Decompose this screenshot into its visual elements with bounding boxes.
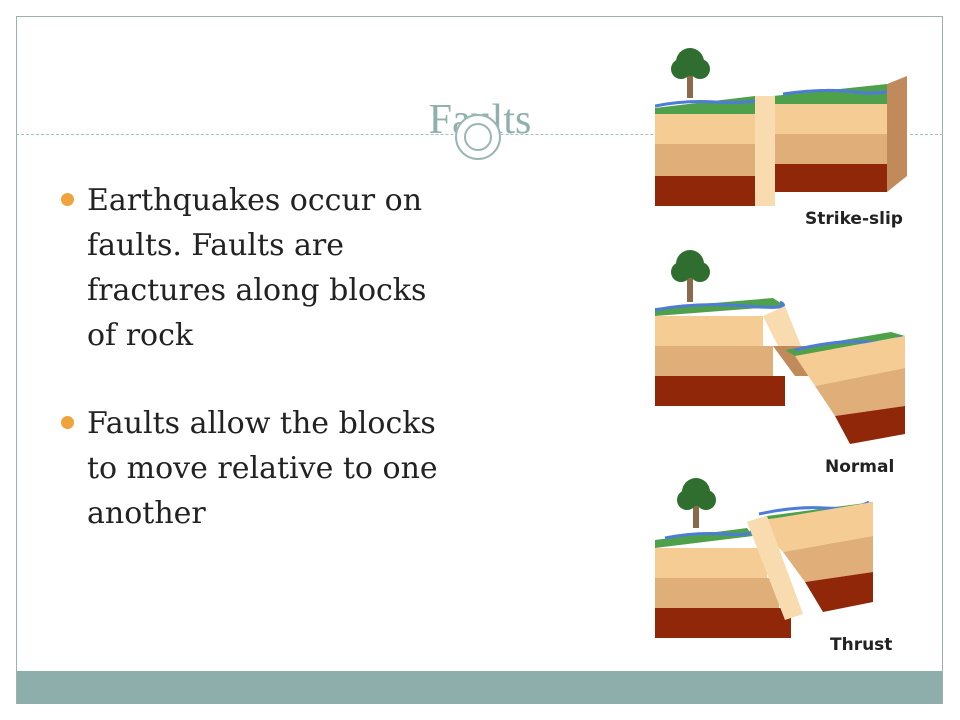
thrust-diagram: Thrust	[655, 478, 892, 655]
bullet-item: Earthquakes occur on faults. Faults are …	[60, 178, 460, 358]
bullet-item: Faults allow the blocks to move relative…	[60, 401, 460, 536]
bullet-dot-icon	[61, 416, 74, 429]
footer-bar	[17, 671, 942, 704]
normal-diagram: Normal	[655, 250, 905, 477]
tree-icon	[671, 48, 710, 98]
tree-icon	[677, 478, 716, 528]
bullet-dot-icon	[61, 193, 74, 206]
strike-slip-label: Strike-slip	[805, 209, 903, 229]
bullet-list: Earthquakes occur on faults. Faults are …	[60, 178, 460, 579]
bullet-text: Earthquakes occur on faults. Faults are …	[87, 183, 427, 353]
tree-icon	[671, 250, 710, 302]
normal-label: Normal	[825, 457, 894, 477]
strike-slip-diagram: Strike-slip	[655, 48, 907, 229]
decorative-circle-icon	[455, 114, 501, 160]
bullet-text: Faults allow the blocks to move relative…	[87, 406, 438, 531]
thrust-label: Thrust	[830, 635, 892, 655]
fault-types-figure: Strike-slip Normal	[655, 36, 909, 672]
